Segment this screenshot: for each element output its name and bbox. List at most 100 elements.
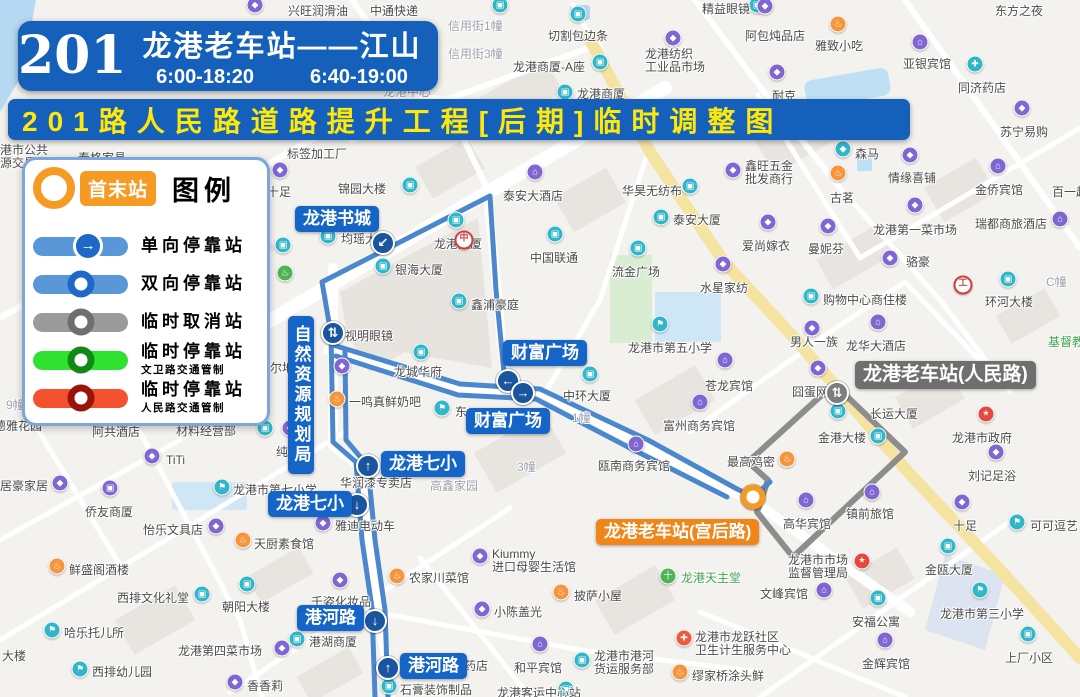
poi-pin-icon: ▣ xyxy=(652,208,670,226)
poi-pin-icon: ▣ xyxy=(629,239,647,257)
route-name: 龙港老车站——江山 xyxy=(142,31,422,63)
poi-pin-icon: ⌂ xyxy=(716,351,734,369)
poi-pin-icon: ▣ xyxy=(573,651,591,669)
legend-item-sublabel: 人民路交通管制 xyxy=(141,401,225,414)
poi-pin-icon: ▣ xyxy=(450,292,468,310)
poi-pin-icon: ♨ xyxy=(388,567,406,585)
poi-pin-icon: 十 xyxy=(659,567,677,585)
poi-pin-icon: ◆ xyxy=(273,639,291,657)
legend-item-0: → 单向停靠站 xyxy=(33,227,259,265)
poi-label: 龙港市政府 xyxy=(952,431,1013,445)
route-header-right: 龙港老车站——江山 6:00-18:20 6:40-19:00 xyxy=(126,23,438,89)
poi-pin-icon: ⌂ xyxy=(691,393,709,411)
route-header: 201 龙港老车站——江山 6:00-18:20 6:40-19:00 xyxy=(18,21,438,91)
poi-label: 鲜盛阁酒楼 xyxy=(69,563,130,577)
poi-pin-icon: ♨ xyxy=(829,164,847,182)
poi-label: 一鸣真鲜奶吧 xyxy=(349,395,422,409)
legend-station-icon xyxy=(67,384,94,412)
poi-label: 龙港市第三小学 xyxy=(940,607,1025,621)
poi-label: 十足 xyxy=(953,519,978,533)
poi-label: 阿共酒店 xyxy=(92,425,141,439)
poi-label: 龙港商厦 xyxy=(577,87,626,101)
poi-label: 同济药店 xyxy=(958,81,1007,95)
poi-pin-icon: ⚑ xyxy=(71,660,89,678)
poi-pin-icon: ◆ xyxy=(953,493,971,511)
station-cancel: ⇅ xyxy=(825,381,849,405)
poi-label: 缪家桥涂头鲜 xyxy=(692,669,765,683)
poi-label: TiTi xyxy=(166,453,186,467)
poi-pin-icon: ✚ xyxy=(966,55,984,73)
poi-label: 中环大厦 xyxy=(563,389,612,403)
poi-label: 十足 xyxy=(267,185,292,199)
poi-pin-icon: ▣ xyxy=(288,630,306,648)
route-stop-label: 龙港七小 xyxy=(381,451,465,477)
legend-item-label: 单向停靠站 xyxy=(141,235,246,255)
poi-pin-icon: ⌂ xyxy=(531,635,549,653)
poi-label: 长运大厦 xyxy=(870,407,919,421)
poi-pin-icon: ♨ xyxy=(552,583,570,601)
poi-pin-icon: ◆ xyxy=(768,63,786,81)
poi-pin-icon: ⌂ xyxy=(869,313,887,331)
notice-banner-text: 201路人民路道路提升工程[后期]临时调整图 xyxy=(22,105,784,137)
legend-item-1: 双向停靠站 xyxy=(33,265,259,303)
poi-label: 龙华大酒店 xyxy=(846,339,907,353)
legend-items: →单向停靠站双向停靠站临时取消站临时停靠站文卫路交通管制临时停靠站人民路交通管制 xyxy=(33,227,259,417)
poi-pin-icon: ★ xyxy=(853,552,871,570)
poi-label: 1幢 xyxy=(572,411,591,425)
poi-label: 曼妮芬 xyxy=(808,242,845,256)
poi-label: 亚银宾馆 xyxy=(903,57,952,71)
legend-item-3: 临时停靠站文卫路交通管制 xyxy=(33,341,259,379)
legend-station-icon: → xyxy=(73,231,104,261)
legend-symbol: → xyxy=(33,231,128,261)
poi-pin-icon: ▣ xyxy=(374,257,392,275)
poi-label: 高鑫家园 xyxy=(430,479,479,493)
route-number: 201 xyxy=(18,25,127,86)
legend-terminus-row: 首末站 图例 xyxy=(33,167,259,209)
station-oneway: ↑ xyxy=(376,656,400,680)
poi-label: 阿包炖品店 xyxy=(745,29,806,43)
poi-pin-icon: ⌂ xyxy=(797,491,815,509)
poi-label: 金瓯大厦 xyxy=(925,563,974,577)
poi-label: 信用街1幢 xyxy=(448,19,503,33)
poi-label: 龙城华府 xyxy=(394,365,443,379)
poi-label: 龙港市市场监督管理局 xyxy=(788,553,849,580)
poi-pin-icon: ⌂ xyxy=(989,157,1007,175)
poi-label: 港市公共 xyxy=(0,143,49,157)
poi-label: 龙港市第五小学 xyxy=(628,341,713,355)
poi-label: 基督教 xyxy=(1048,335,1080,349)
poi-pin-icon: 中 xyxy=(454,230,474,250)
poi-pin-icon: ⌂ xyxy=(863,483,881,501)
poi-label: 富州商务宾馆 xyxy=(663,419,736,433)
station-oneway: ↑ xyxy=(356,454,380,478)
poi-pin-icon: ♨ xyxy=(276,264,294,282)
poi-label: 标签加工厂 xyxy=(287,147,348,161)
poi-label: 古茗 xyxy=(830,191,855,205)
poi-label: 西排文化礼堂 xyxy=(117,591,190,605)
legend-box: 首末站 图例 →单向停靠站双向停靠站临时取消站临时停靠站文卫路交通管制临时停靠站… xyxy=(22,157,270,426)
route-stop-label: 龙港七小 xyxy=(268,491,352,517)
poi-label: 金侨宾馆 xyxy=(975,183,1024,197)
terminus-icon xyxy=(33,167,75,209)
poi-label: 雅迪电动车 xyxy=(335,519,396,533)
legend-station-icon xyxy=(67,308,94,336)
station-oneway: ↙ xyxy=(371,231,395,255)
poi-label: 龙港市港河货运服务部 xyxy=(594,649,655,676)
poi-label: 镇前旅馆 xyxy=(846,507,895,521)
route-stop-label: 财富广场 xyxy=(466,408,550,434)
poi-label: 瓯南商务宾馆 xyxy=(598,459,671,473)
poi-label: 信用街3幢 xyxy=(448,47,503,61)
poi-label: 可可逗艺 xyxy=(1030,519,1079,533)
poi-label: 9幢 xyxy=(6,398,25,412)
legend-title: 图例 xyxy=(172,175,237,206)
poi-pin-icon: ▣ xyxy=(491,0,509,14)
poi-pin-icon: ▣ xyxy=(412,343,430,361)
poi-label: 雅致小吃 xyxy=(815,39,864,53)
poi-label: 苏宁易购 xyxy=(1000,125,1049,139)
poi-pin-icon: 工 xyxy=(953,275,973,295)
poi-label: 瑞都商旅酒店 xyxy=(975,217,1048,231)
poi-label: 安福公寓 xyxy=(852,615,901,629)
poi-label: 天厨素食馆 xyxy=(254,537,315,551)
poi-pin-icon: ◆ xyxy=(314,514,332,532)
poi-label: 切割包边条 xyxy=(548,29,609,43)
legend-station-icon xyxy=(67,346,94,374)
